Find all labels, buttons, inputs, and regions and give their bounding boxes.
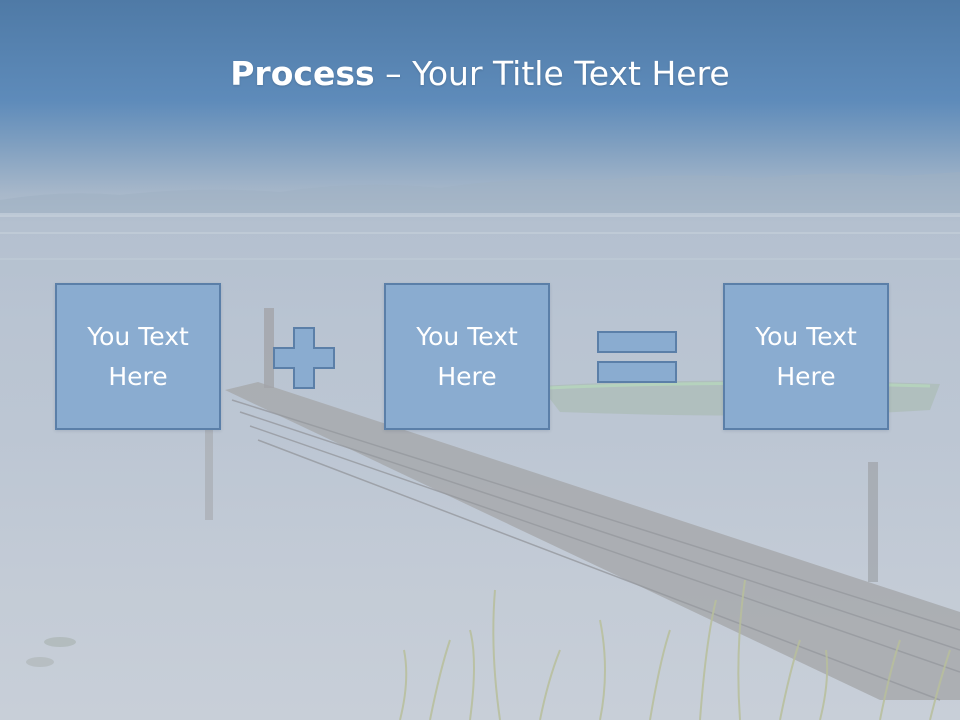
process-box-3-text: You Text Here <box>755 321 857 391</box>
title-rest: – Your Title Text Here <box>374 54 730 93</box>
title-bold: Process <box>230 54 375 93</box>
process-box-2[interactable]: You Text Here <box>384 283 550 430</box>
slide-title: Process – Your Title Text Here <box>0 52 960 96</box>
process-box-3[interactable]: You Text Here <box>723 283 889 430</box>
process-box-2-text: You Text Here <box>416 321 518 391</box>
plus-icon <box>273 327 335 389</box>
process-box-1-text: You Text Here <box>87 321 189 391</box>
equals-icon <box>597 331 677 383</box>
process-box-1[interactable]: You Text Here <box>55 283 221 430</box>
